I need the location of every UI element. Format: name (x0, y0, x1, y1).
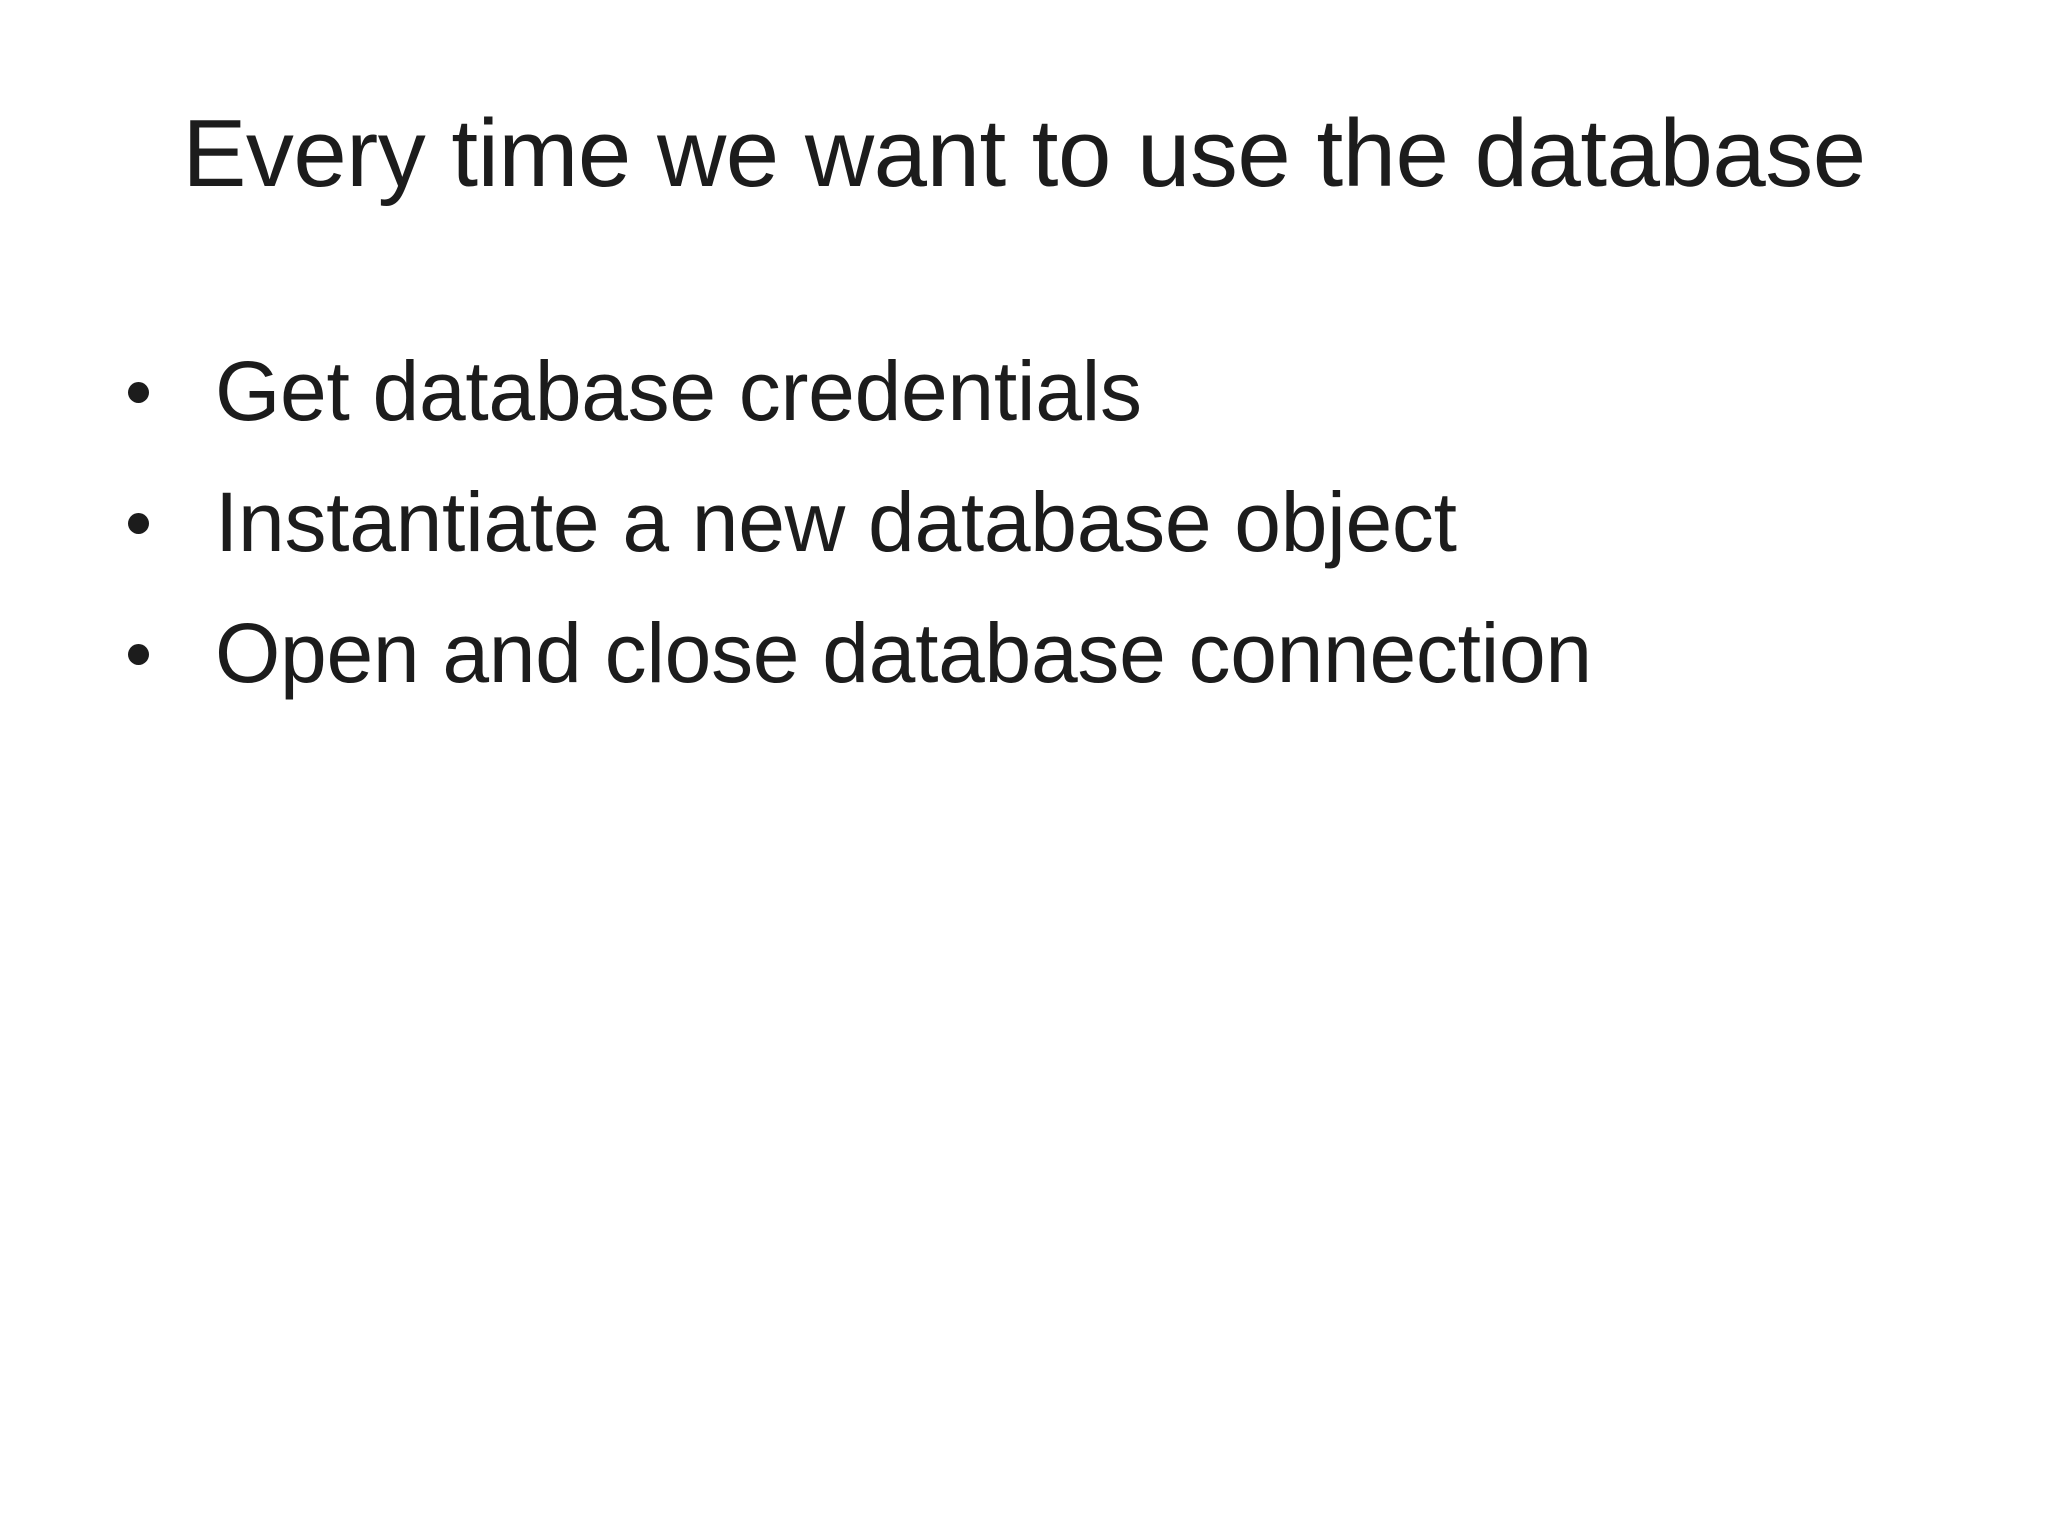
bullet-dot-icon (128, 644, 149, 665)
slide-body-placeholder: Get database credentials Instantiate a n… (107, 348, 1917, 696)
slide-title-placeholder: Every time we want to use the database (133, 96, 1915, 212)
bullet-list: Get database credentials Instantiate a n… (107, 348, 1917, 696)
list-item-label: Instantiate a new database object (215, 475, 1457, 569)
list-item-label: Open and close database connection (215, 606, 1592, 700)
bullet-dot-icon (128, 382, 149, 403)
list-item: Instantiate a new database object (107, 479, 1917, 565)
list-item: Get database credentials (107, 348, 1917, 434)
list-item-label: Get database credentials (215, 344, 1142, 438)
list-item: Open and close database connection (107, 610, 1917, 696)
bullet-dot-icon (128, 513, 149, 534)
page-title: Every time we want to use the database (182, 100, 1866, 207)
